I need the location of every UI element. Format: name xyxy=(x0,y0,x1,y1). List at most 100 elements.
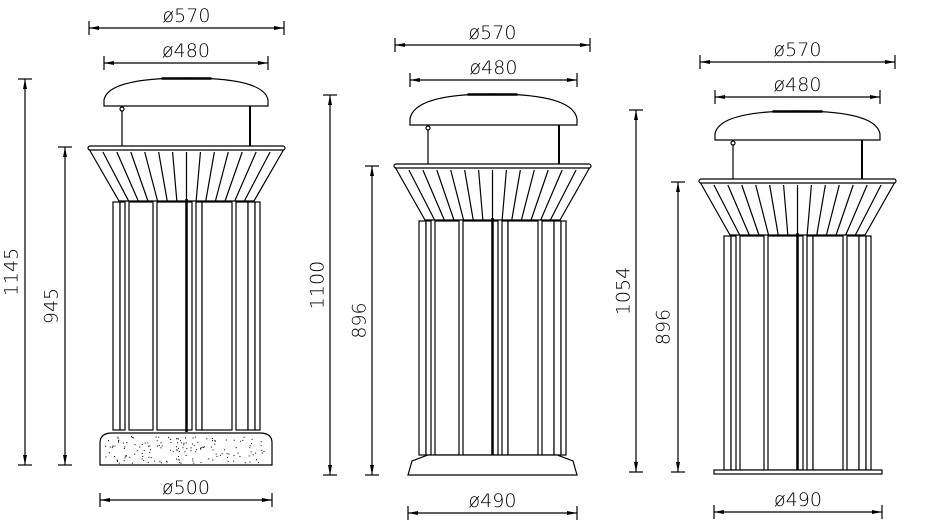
aggregate-speck xyxy=(215,453,217,455)
aggregate-speck xyxy=(250,451,252,453)
aggregate-speck xyxy=(252,454,254,456)
aggregate-speck xyxy=(244,462,246,464)
aggregate-speck xyxy=(200,447,202,449)
wood-panel xyxy=(806,235,814,471)
aggregate-speck xyxy=(250,443,252,445)
aggregate-speck xyxy=(126,442,128,444)
aggregate-speck xyxy=(179,440,181,442)
wood-panel xyxy=(195,201,203,431)
aggregate-speck xyxy=(143,459,145,461)
aggregate-speck xyxy=(118,441,120,443)
rim-slat xyxy=(195,151,202,202)
aggregate-speck xyxy=(233,439,235,441)
wood-panel xyxy=(418,220,427,456)
base-diameter-dimension-label: ø490 xyxy=(774,489,822,511)
rim-height-dimension-label: 896 xyxy=(653,309,675,345)
aggregate-speck xyxy=(143,450,145,452)
aggregate-speck xyxy=(192,460,194,462)
aggregate-speck xyxy=(118,439,120,441)
rim-slat xyxy=(477,169,484,221)
rim-slat xyxy=(816,184,826,236)
rim-slat xyxy=(782,184,789,236)
aggregate-speck xyxy=(237,452,239,454)
hinge-icon xyxy=(730,140,736,146)
wood-panel xyxy=(119,201,126,431)
aggregate-speck xyxy=(131,437,133,439)
rim-slat xyxy=(130,151,149,202)
aggregate-speck xyxy=(156,440,158,442)
aggregate-speck xyxy=(178,450,180,452)
aggregate-speck xyxy=(176,446,178,448)
base-plate xyxy=(713,469,883,475)
aggregate-speck xyxy=(147,461,149,463)
aggregate-speck xyxy=(176,438,178,440)
aggregate-speck xyxy=(182,447,184,449)
aggregate-speck xyxy=(176,449,178,451)
aggregate-speck xyxy=(136,450,138,452)
aggregate-speck xyxy=(206,438,208,440)
aggregate-speck xyxy=(131,462,133,464)
aggregate-speck xyxy=(177,447,179,449)
aggregate-speck xyxy=(258,462,260,464)
rim-slat xyxy=(436,169,455,221)
aggregate-speck xyxy=(242,439,244,441)
rim-slat xyxy=(854,184,882,236)
aggregate-speck xyxy=(200,448,202,450)
rim-slat xyxy=(501,169,508,221)
aggregate-speck xyxy=(170,442,172,444)
aggregate-speck xyxy=(117,440,119,442)
rim-slat xyxy=(755,184,770,236)
wood-panel xyxy=(235,201,249,431)
lid-diameter-dimension-label: ø480 xyxy=(470,57,518,79)
wood-panel xyxy=(507,220,539,456)
rim-slat xyxy=(769,184,779,236)
rim-slat xyxy=(727,184,750,236)
aggregate-speck xyxy=(184,451,186,453)
aggregate-speck xyxy=(130,436,132,438)
rim-ring xyxy=(87,145,286,151)
aggregate-speck xyxy=(105,456,107,458)
rim-slat xyxy=(540,169,563,221)
aggregate-speck xyxy=(227,460,229,462)
aggregate-speck xyxy=(154,460,156,462)
aggregate-speck xyxy=(219,454,221,456)
aggregate-speck xyxy=(160,442,162,444)
wood-panel xyxy=(541,220,555,456)
lid-diameter-dimension-label: ø480 xyxy=(774,74,822,96)
wood-panel xyxy=(865,235,872,471)
rim-slat xyxy=(520,169,535,221)
aggregate-speck xyxy=(202,446,204,448)
aggregate-speck xyxy=(210,446,212,448)
rim-slat xyxy=(845,184,868,236)
aggregate-speck xyxy=(114,445,116,447)
aggregate-speck xyxy=(155,436,157,438)
aggregate-speck xyxy=(180,462,182,464)
lid-diameter-dimension-label: ø480 xyxy=(162,40,210,62)
aggregate-speck xyxy=(249,461,251,463)
hinge-icon xyxy=(425,125,431,131)
rim-slat xyxy=(530,169,549,221)
aggregate-speck xyxy=(243,436,245,438)
wood-panel xyxy=(501,220,509,456)
aggregate-speck xyxy=(193,462,195,464)
rim-slat xyxy=(408,169,436,221)
aggregate-speck xyxy=(216,455,218,457)
wood-panel xyxy=(247,201,256,431)
aggregate-speck xyxy=(177,459,179,461)
aggregate-speck xyxy=(240,440,242,442)
wood-panel xyxy=(858,235,867,471)
aggregate-speck xyxy=(172,450,174,452)
base-diameter-dimension-label: ø500 xyxy=(162,477,210,499)
top-diameter-dimension-label: ø570 xyxy=(163,5,211,27)
aggregate-speck xyxy=(200,447,202,449)
aggregate-speck xyxy=(224,449,226,451)
aggregate-speck xyxy=(149,445,151,447)
aggregate-speck xyxy=(195,451,197,453)
aggregate-speck xyxy=(183,442,185,444)
aggregate-speck xyxy=(204,446,206,448)
aggregate-speck xyxy=(117,437,119,439)
rim-slat xyxy=(144,151,159,202)
base-diameter-dimension-label: ø490 xyxy=(469,490,517,512)
aggregate-speck xyxy=(117,461,119,463)
